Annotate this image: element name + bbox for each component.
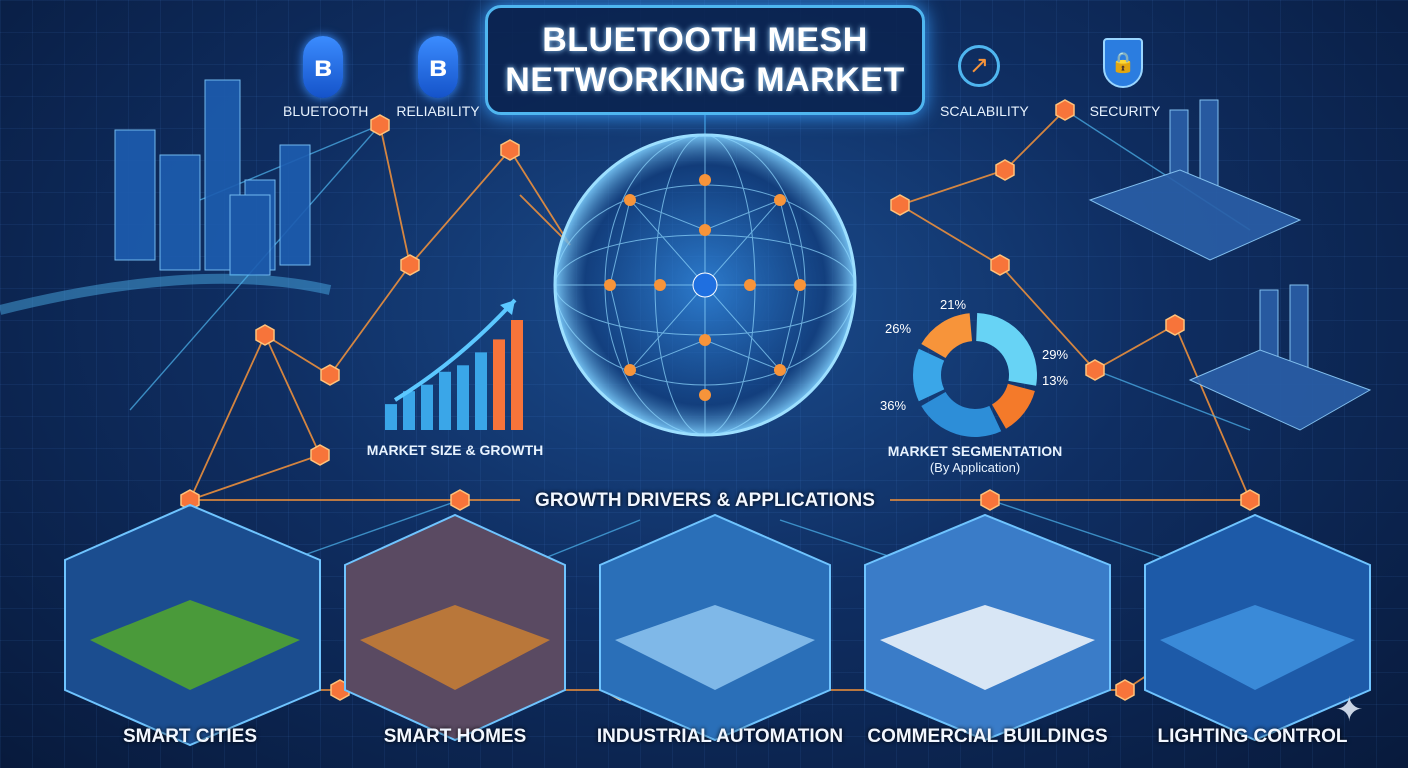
- growth-arrow-icon: ↗: [958, 45, 1000, 87]
- slice-label: 36%: [880, 398, 907, 413]
- bluetooth-icon: ʙ: [418, 36, 458, 98]
- market-bar: [475, 352, 487, 430]
- donut-slice: [921, 392, 1002, 437]
- feature-security: SECURITY: [1089, 103, 1161, 119]
- market-size-bars: [385, 320, 523, 430]
- app-lighting-control: LIGHTING CONTROL: [1157, 726, 1348, 747]
- title-line-2: NETWORKING MARKET: [505, 61, 905, 99]
- drivers-heading: GROWTH DRIVERS & APPLICATIONS: [535, 490, 875, 511]
- market-bar: [439, 371, 451, 430]
- donut-slice: [992, 383, 1035, 429]
- slice-label: 13%: [1042, 373, 1069, 388]
- growth-arrow-icon: [393, 298, 517, 402]
- city-illustration: [0, 79, 332, 315]
- feature-reliability: RELIABILITY: [396, 103, 480, 119]
- market-bar: [511, 320, 523, 430]
- donut-slice: [921, 313, 973, 358]
- market-bar: [421, 384, 433, 430]
- sparkle-icon: ✦: [1335, 691, 1364, 729]
- title-box: BLUETOOTH MESH NETWORKING MARKET: [485, 5, 925, 115]
- market-size-label: MARKET SIZE & GROWTH: [366, 442, 544, 458]
- bluetooth-icon: ʙ: [303, 36, 343, 98]
- app-industrial-automation: INDUSTRIAL AUTOMATION: [596, 726, 844, 747]
- market-bar: [385, 404, 397, 430]
- donut-slice: [976, 313, 1037, 386]
- donut-slice: [913, 348, 945, 402]
- segmentation-donut: [913, 313, 1037, 437]
- application-panels: [64, 503, 1371, 747]
- feature-bluetooth: BLUETOOTH: [283, 103, 369, 119]
- slice-label: 26%: [885, 321, 912, 336]
- market-bar: [457, 365, 469, 430]
- app-smart-cities: SMART CITIES: [122, 726, 258, 747]
- feature-scalability: SCALABILITY: [940, 103, 1029, 119]
- shield-lock-icon: 🔒: [1103, 38, 1143, 88]
- slice-label: 29%: [1042, 347, 1069, 362]
- segmentation-sublabel: (By Application): [929, 460, 1021, 475]
- title-line-1: BLUETOOTH MESH: [542, 21, 868, 59]
- market-bar: [403, 391, 415, 430]
- globe: [553, 133, 857, 437]
- app-smart-homes: SMART HOMES: [383, 726, 527, 747]
- segmentation-label: MARKET SEGMENTATION: [887, 443, 1063, 459]
- market-bar: [493, 339, 505, 430]
- slice-label: 21%: [940, 297, 967, 312]
- app-commercial-buildings: COMMERCIAL BUILDINGS: [867, 726, 1108, 747]
- factory-illustration: [1088, 99, 1372, 431]
